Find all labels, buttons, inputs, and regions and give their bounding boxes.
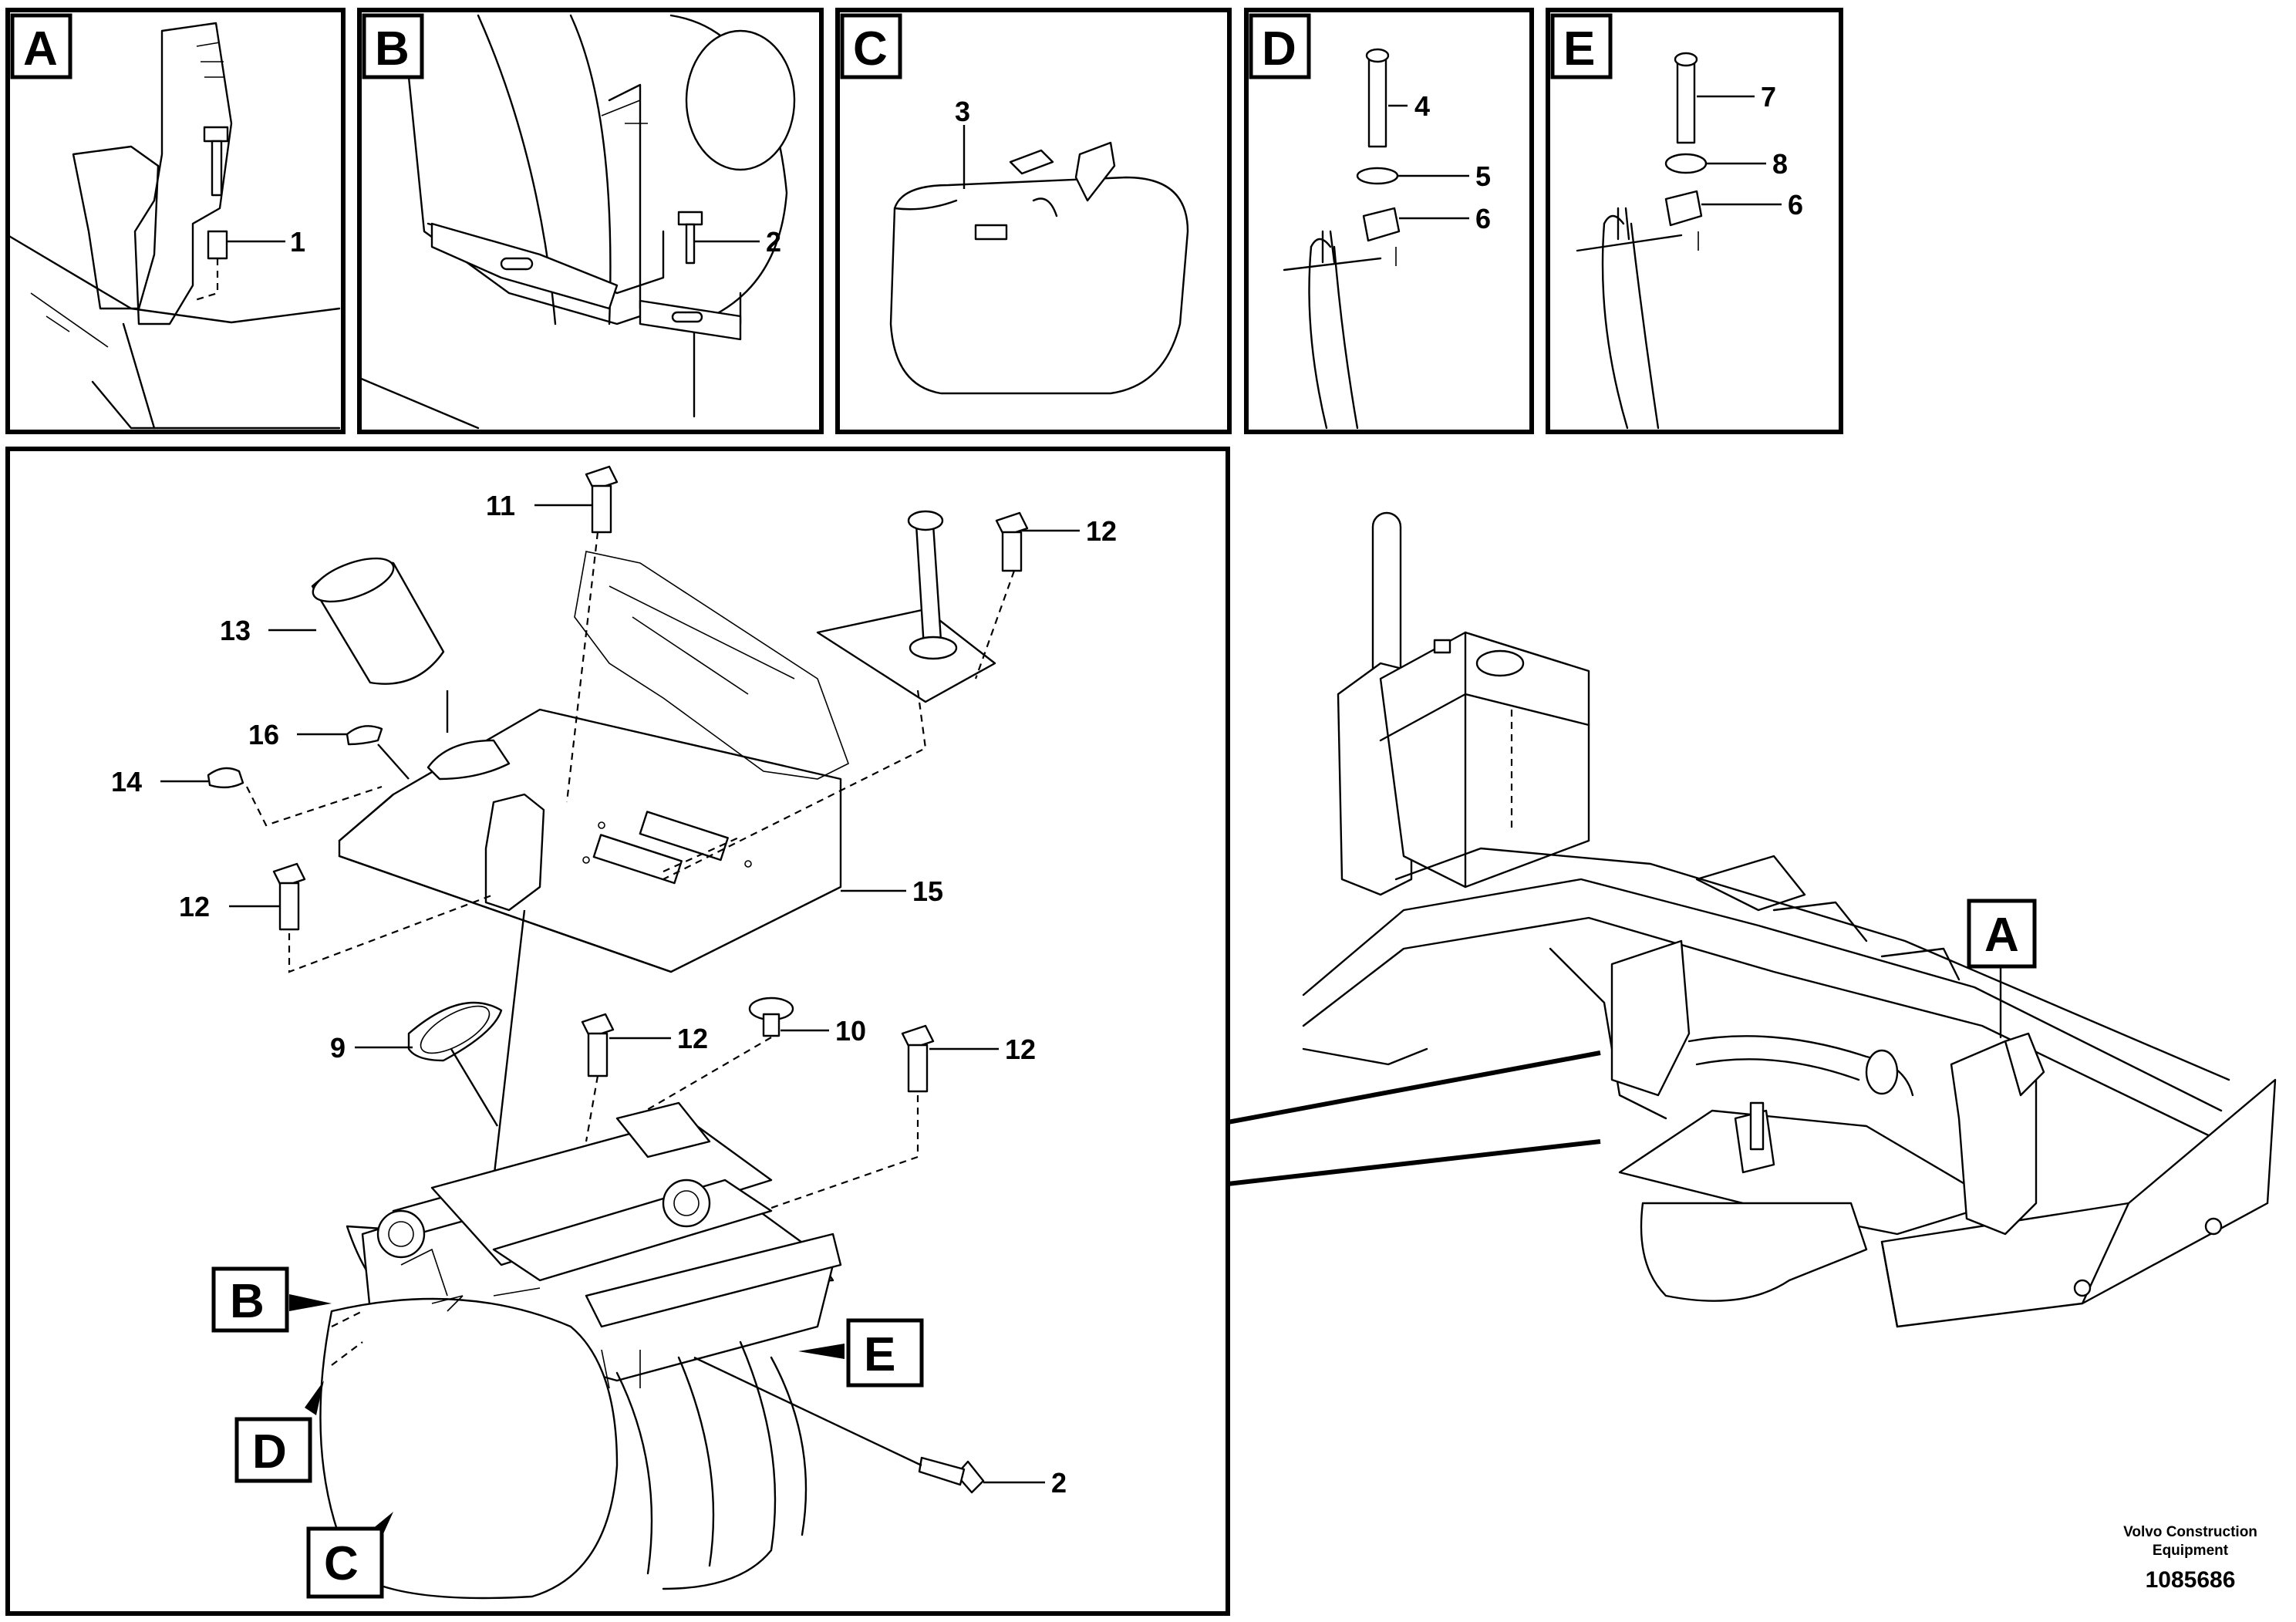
callout-4: 4 <box>1414 90 1430 122</box>
svg-text:D: D <box>252 1425 287 1479</box>
callout-3: 3 <box>955 96 970 127</box>
panel-e-letter: E <box>1563 22 1595 76</box>
main-exploded-view: 11 12 13 16 14 12 15 9 12 10 12 2 B D C <box>5 447 1230 1616</box>
callout-12-left: 12 <box>179 891 210 922</box>
clamp-9 <box>407 1001 503 1062</box>
svg-text:B: B <box>230 1275 265 1328</box>
view-ref-d <box>234 1417 312 1483</box>
panel-a-letter: A <box>23 22 58 76</box>
detail-panel-e: 7 8 6 E <box>1546 8 1843 434</box>
footer: Volvo Construction Equipment 1085686 <box>2123 1524 2257 1593</box>
machine-overview: A <box>1302 511 2277 1328</box>
callout-15: 15 <box>912 875 943 907</box>
overview-ref-a <box>1967 899 2037 969</box>
svg-text:C: C <box>324 1537 359 1590</box>
plug-14 <box>207 767 244 789</box>
callout-16: 16 <box>248 719 279 750</box>
callout-11: 11 <box>486 490 515 521</box>
panel-b-letter: B <box>375 22 410 76</box>
document-number: 1085686 <box>2146 1567 2236 1593</box>
detail-panel-c: 3 C <box>835 8 1232 434</box>
zoom-callout-lines <box>1227 1050 1601 1186</box>
panel-c-letter: C <box>853 22 888 76</box>
callout-1: 1 <box>290 226 305 258</box>
bolt-12-center <box>581 1013 615 1077</box>
svg-text:A: A <box>1984 909 2019 962</box>
callout-6-panel-e: 6 <box>1788 189 1803 221</box>
grommet-16 <box>346 725 383 746</box>
bolt-11 <box>585 465 619 534</box>
callout-7: 7 <box>1761 81 1776 113</box>
callout-5: 5 <box>1475 160 1491 192</box>
callout-6-panel-d: 6 <box>1475 203 1491 234</box>
detail-panel-b: 2 B <box>357 8 824 434</box>
callout-12-center: 12 <box>677 1023 708 1054</box>
panel-d-letter: D <box>1262 22 1296 76</box>
callout-2-main: 2 <box>1051 1467 1067 1499</box>
bolt-2-main <box>918 1456 985 1494</box>
fuel-tank <box>319 1101 922 1600</box>
callout-13: 13 <box>220 615 251 646</box>
callout-8: 8 <box>1772 148 1788 180</box>
bolt-12-top <box>995 511 1029 572</box>
view-ref-c <box>306 1526 384 1599</box>
callout-12-top: 12 <box>1086 515 1117 547</box>
bolt-12-left <box>272 862 306 931</box>
callout-12-right: 12 <box>1005 1034 1036 1065</box>
company-name-line1: Volvo Construction <box>2123 1524 2257 1540</box>
company-name-line2: Equipment <box>2153 1543 2229 1559</box>
callout-9: 9 <box>330 1032 346 1064</box>
detail-panel-a: 1 A <box>5 8 346 434</box>
view-ref-e <box>846 1318 924 1388</box>
view-ref-b <box>211 1266 289 1333</box>
callout-14: 14 <box>111 766 142 798</box>
svg-text:E: E <box>864 1328 895 1381</box>
callout-2-panel-b: 2 <box>766 226 781 258</box>
bolt-12-right <box>901 1024 935 1093</box>
callout-10: 10 <box>835 1015 866 1047</box>
detail-panel-d: 4 5 6 D <box>1244 8 1534 434</box>
